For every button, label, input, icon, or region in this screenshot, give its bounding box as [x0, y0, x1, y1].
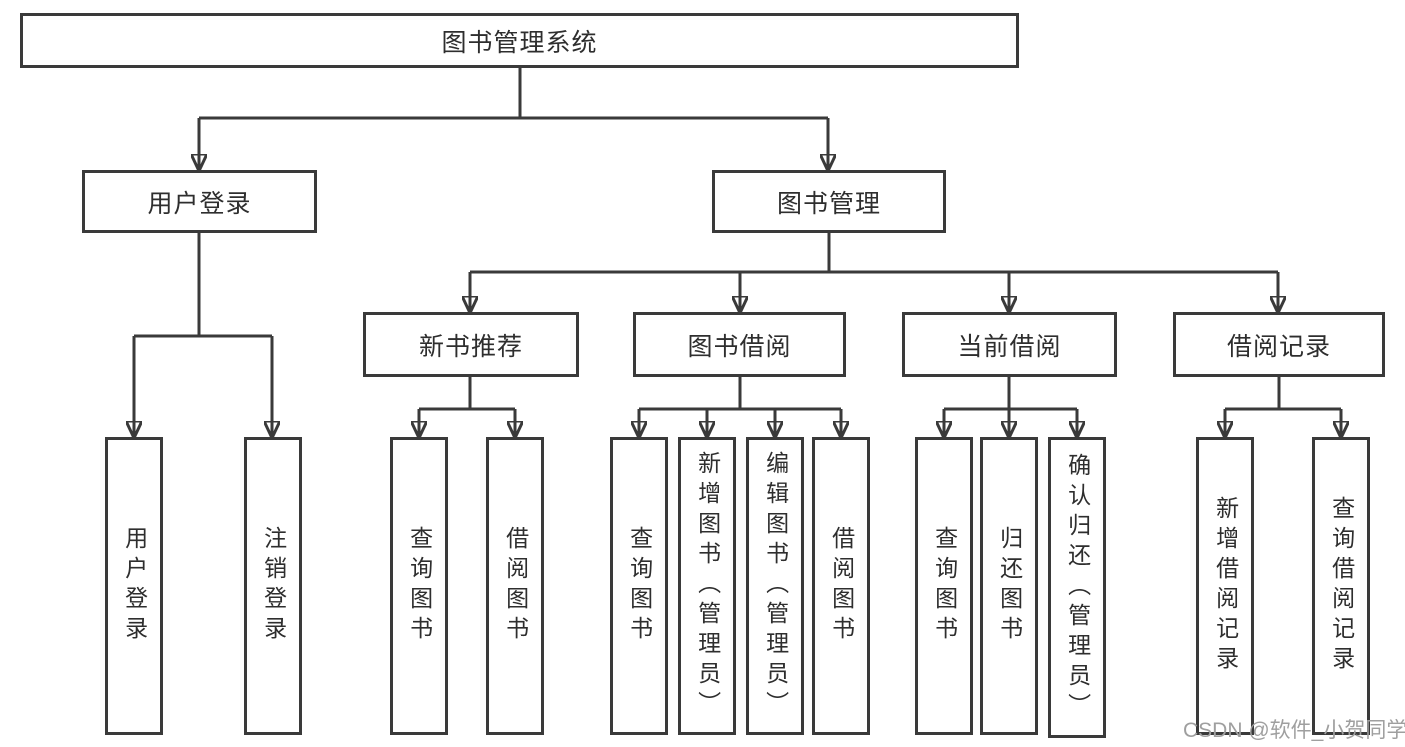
- node-root: 图书管理系统: [20, 13, 1019, 68]
- leaf-return-book: 归还图书: [980, 437, 1038, 735]
- node-new-book-recommend-label: 新书推荐: [418, 332, 523, 361]
- leaf-borrow-book-label: 借阅图书: [828, 526, 855, 646]
- leaf-query-book-recommend-label: 查询图书: [406, 526, 433, 646]
- node-user-login-label: 用户登录: [147, 189, 252, 218]
- leaf-add-borrow-record: 新增借阅记录: [1196, 437, 1254, 735]
- leaf-query-book-current: 查询图书: [915, 437, 973, 735]
- connector-trunks: [134, 68, 1341, 411]
- leaf-add-borrow-record-label: 新增借阅记录: [1212, 496, 1239, 676]
- node-new-book-recommend: 新书推荐: [363, 312, 579, 377]
- leaf-user-login-label: 用户登录: [121, 526, 148, 646]
- leaf-return-book-label: 归还图书: [996, 526, 1023, 646]
- leaf-query-book-current-label: 查询图书: [931, 526, 958, 646]
- leaf-confirm-return-admin: 确认归还（管理员）: [1048, 437, 1106, 738]
- node-current-borrow-label: 当前借阅: [957, 332, 1062, 361]
- node-book-management-label: 图书管理: [776, 189, 881, 218]
- node-book-management: 图书管理: [712, 170, 946, 233]
- leaf-confirm-return-admin-label: 确认归还（管理员）: [1064, 452, 1091, 723]
- leaf-query-borrow-record-label: 查询借阅记录: [1328, 496, 1355, 676]
- node-borrow-records-label: 借阅记录: [1226, 332, 1331, 361]
- node-current-borrow: 当前借阅: [902, 312, 1117, 377]
- leaf-edit-book-admin-label: 编辑图书（管理员）: [762, 451, 789, 721]
- leaf-logout: 注销登录: [244, 437, 302, 735]
- leaf-query-book-borrow-label: 查询图书: [626, 526, 653, 646]
- watermark: CSDN @软件_小贺同学: [1183, 719, 1405, 742]
- leaf-query-borrow-record: 查询借阅记录: [1312, 437, 1370, 735]
- leaf-borrow-book-recommend-label: 借阅图书: [502, 526, 529, 646]
- node-root-label: 图书管理系统: [441, 28, 598, 57]
- leaf-add-book-admin: 新增图书（管理员）: [678, 437, 736, 735]
- leaf-add-book-admin-label: 新增图书（管理员）: [694, 451, 721, 721]
- node-book-borrow-label: 图书借阅: [687, 332, 792, 361]
- leaf-logout-label: 注销登录: [260, 526, 287, 646]
- node-book-borrow: 图书借阅: [633, 312, 846, 377]
- leaf-query-book-borrow: 查询图书: [610, 437, 668, 735]
- leaf-borrow-book-recommend: 借阅图书: [486, 437, 544, 735]
- leaf-query-book-recommend: 查询图书: [390, 437, 448, 735]
- node-borrow-records: 借阅记录: [1173, 312, 1385, 377]
- node-user-login: 用户登录: [82, 170, 317, 233]
- leaf-user-login: 用户登录: [105, 437, 163, 735]
- leaf-borrow-book: 借阅图书: [812, 437, 870, 735]
- leaf-edit-book-admin: 编辑图书（管理员）: [746, 437, 804, 735]
